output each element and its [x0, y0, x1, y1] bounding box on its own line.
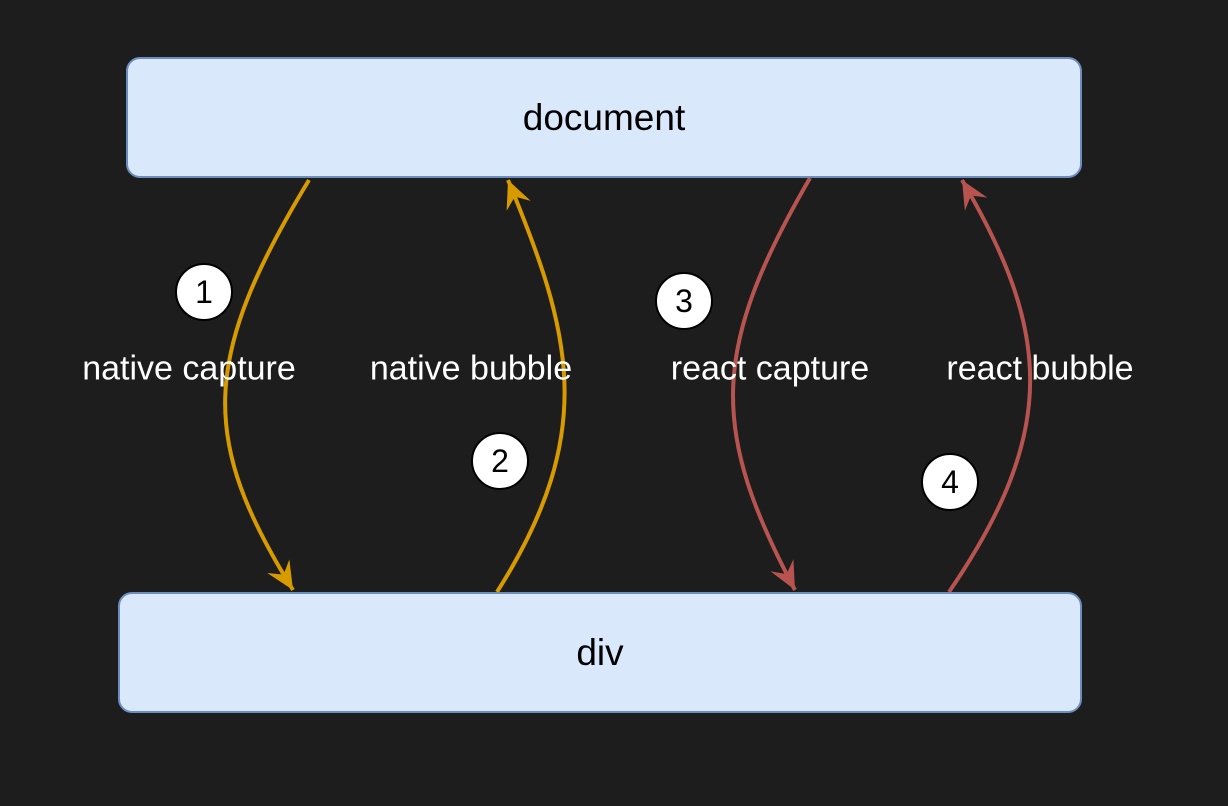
step-number: 3: [675, 282, 693, 319]
native-bubble-label: native bubble: [369, 349, 573, 388]
step-number: 2: [491, 442, 509, 479]
document-node-label: document: [522, 96, 686, 138]
native-bubble-arrow: [495, 179, 567, 594]
div-node-label: div: [576, 631, 624, 673]
native-capture-arrow: [223, 178, 311, 592]
div-node: div: [118, 592, 1082, 713]
react-capture-arrowhead: [770, 559, 795, 590]
native-bubble-arrowhead: [506, 180, 531, 211]
step-number: 1: [195, 273, 213, 310]
react-capture-arrow: [731, 176, 812, 591]
step-badge-1: 1: [175, 263, 233, 321]
native-capture-label: native capture: [82, 349, 296, 388]
step-badge-2: 2: [471, 432, 529, 490]
step-badge-4: 4: [921, 453, 979, 511]
native-capture-arrowhead: [267, 559, 293, 590]
step-number: 4: [941, 463, 959, 500]
react-bubble-arrow: [947, 178, 1033, 594]
react-bubble-label: react bubble: [946, 349, 1134, 388]
react-capture-label: react capture: [670, 349, 870, 388]
react-bubble-arrowhead: [962, 180, 988, 211]
step-badge-3: 3: [655, 272, 713, 330]
document-node: document: [126, 57, 1082, 178]
